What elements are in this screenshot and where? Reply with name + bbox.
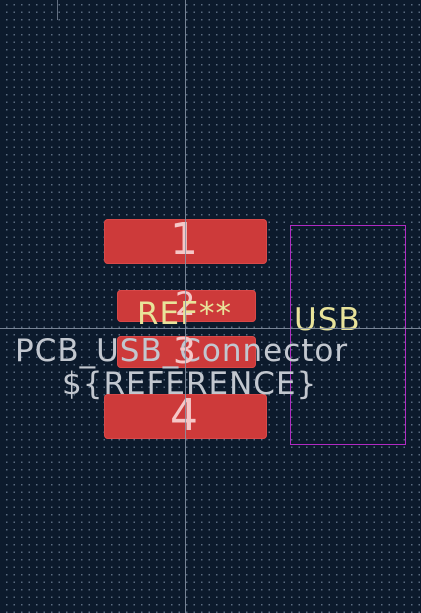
- value-text[interactable]: PCB_USB_Connector: [15, 333, 349, 369]
- pad-3-number: 3: [173, 334, 196, 370]
- usb-courtyard-outline[interactable]: [290, 225, 406, 445]
- reference-designator-text[interactable]: REF**: [137, 296, 232, 332]
- pad-1-number: 1: [170, 214, 198, 265]
- pad-4-number: 4: [170, 390, 198, 441]
- crosshair-horizontal: [0, 328, 421, 329]
- pad-2[interactable]: [117, 290, 256, 322]
- usb-label-text[interactable]: USB: [294, 302, 361, 338]
- crosshair-vertical: [185, 0, 186, 613]
- grid-tick-mark: [57, 0, 58, 20]
- reference-variable-text[interactable]: ${REFERENCE}: [62, 366, 318, 402]
- pad-3[interactable]: [117, 336, 256, 368]
